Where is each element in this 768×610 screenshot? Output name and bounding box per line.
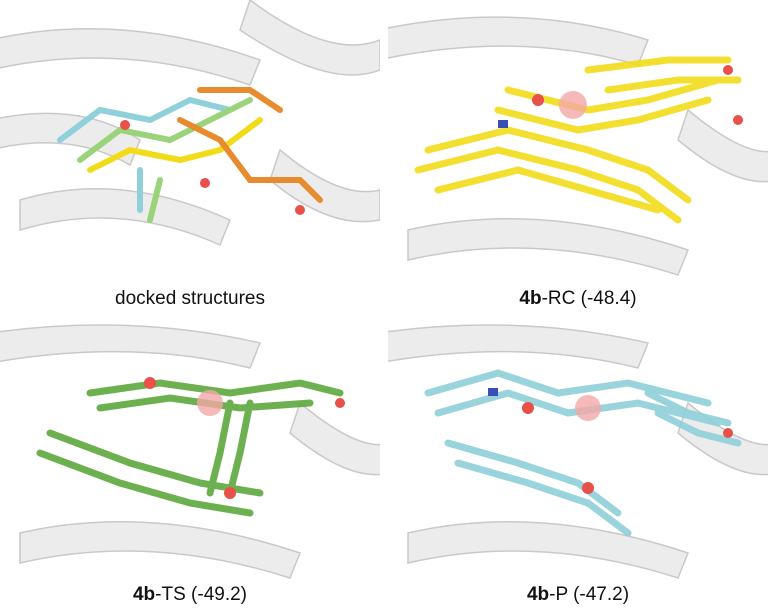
panel-4b-rc xyxy=(388,0,768,285)
caption-docked-structures: docked structures xyxy=(0,288,380,310)
caption-rc-bold: 4b xyxy=(519,288,542,309)
caption-rc-text: -RC (-48.4) xyxy=(541,288,637,309)
docked-structures-image xyxy=(0,0,380,285)
caption-ts-text: -TS (-49.2) xyxy=(155,584,248,605)
p-structure-image xyxy=(388,313,768,583)
caption-4b-ts: 4b-TS (-49.2) xyxy=(0,584,380,606)
caption-ts-bold: 4b xyxy=(132,584,156,605)
ts-structure-image xyxy=(0,313,380,583)
panel-4b-p xyxy=(388,313,768,583)
caption-4b-p: 4b-P (-47.2) xyxy=(388,584,768,606)
caption-docked-text: docked structures xyxy=(115,288,265,309)
panel-docked-structures xyxy=(0,0,380,285)
caption-4b-rc: 4b-RC (-48.4) xyxy=(388,288,768,310)
panel-4b-ts xyxy=(0,313,380,583)
rc-structure-image xyxy=(388,0,768,285)
caption-p-text: -P (-47.2) xyxy=(549,584,630,605)
caption-p-bold: 4b xyxy=(526,584,550,605)
